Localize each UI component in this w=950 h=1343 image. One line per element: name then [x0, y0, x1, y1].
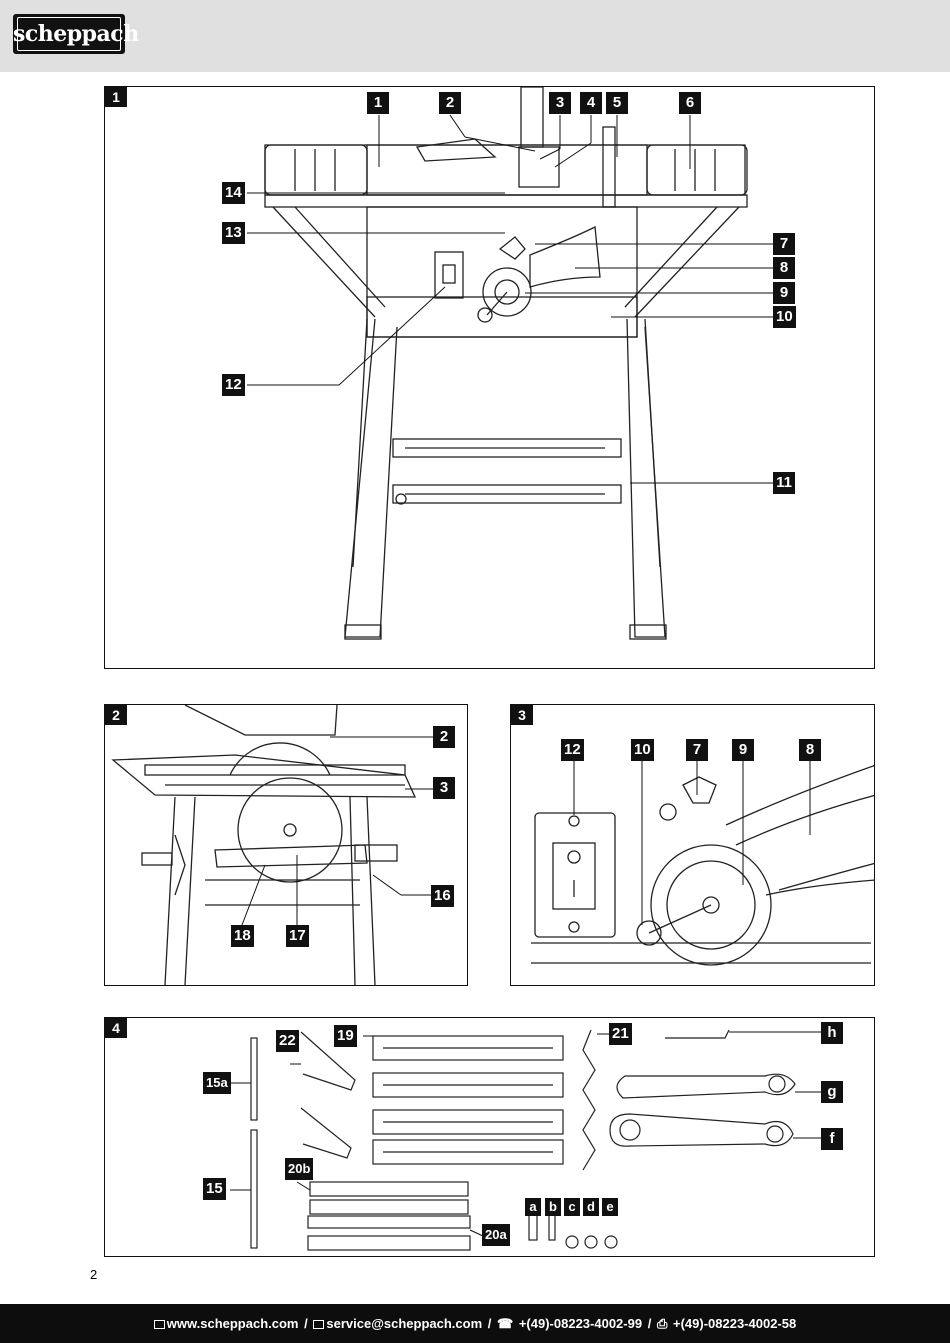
callout-g: g [821, 1081, 843, 1103]
callout-10: 10 [773, 306, 796, 328]
callout-9: 9 [732, 739, 754, 761]
accessories-parts-drawing [230, 1029, 821, 1251]
callout-h: h [821, 1022, 843, 1044]
callout-f: f [821, 1128, 843, 1150]
figure-2-number: 2 [105, 705, 127, 725]
phone-icon: ☎ [497, 1316, 514, 1331]
table-saw-front-view-drawing [247, 87, 773, 640]
callout-6: 6 [679, 92, 701, 114]
callout-12: 12 [222, 374, 245, 396]
footer-email[interactable]: service@scheppach.com [326, 1316, 483, 1331]
callout-17: 17 [286, 925, 309, 947]
callout-9: 9 [773, 282, 795, 304]
footer-fax: +(49)-08223-4002-58 [672, 1316, 797, 1331]
callout-15: 15 [203, 1178, 226, 1200]
callout-8: 8 [773, 257, 795, 279]
callout-1: 1 [367, 92, 389, 114]
callout-4: 4 [580, 92, 602, 114]
figure-3-number: 3 [511, 705, 533, 725]
callout-12: 12 [561, 739, 584, 761]
figure-1: 1 1 2 3 4 5 6 7 8 9 10 11 12 13 14 [104, 86, 875, 669]
callout-11: 11 [773, 472, 795, 494]
footer-separator: / [647, 1316, 652, 1331]
callout-e: e [602, 1198, 618, 1216]
callout-3: 3 [433, 777, 455, 799]
callout-10: 10 [631, 739, 654, 761]
table-saw-side-view-drawing [111, 705, 435, 985]
callout-c: c [564, 1198, 580, 1216]
callout-3: 3 [549, 92, 571, 114]
page-header: scheppach [0, 0, 950, 72]
page-footer: www.scheppach.com / service@scheppach.co… [0, 1304, 950, 1343]
callout-a: a [525, 1198, 541, 1216]
computer-icon [153, 1320, 165, 1329]
email-icon [313, 1320, 325, 1329]
callout-22: 22 [276, 1030, 299, 1052]
figure-1-number: 1 [105, 87, 127, 107]
callout-7: 7 [686, 739, 708, 761]
footer-phone: +(49)-08223-4002-99 [518, 1316, 643, 1331]
figure-3: 3 12 10 7 9 8 [510, 704, 875, 986]
callout-2: 2 [439, 92, 461, 114]
callout-21: 21 [609, 1023, 632, 1045]
callout-5: 5 [606, 92, 628, 114]
callout-14: 14 [222, 182, 245, 204]
callout-20a: 20a [482, 1224, 510, 1246]
figure-2: 2 2 3 16 18 17 [104, 704, 468, 986]
scheppach-logo: scheppach [13, 14, 139, 54]
callout-20b: 20b [285, 1158, 314, 1180]
switch-and-handwheel-detail-drawing [531, 761, 874, 966]
callout-13: 13 [222, 222, 245, 244]
callout-15a: 15a [203, 1072, 231, 1094]
callout-d: d [583, 1198, 599, 1216]
footer-separator: / [487, 1316, 492, 1331]
callout-2: 2 [433, 726, 455, 748]
callout-7: 7 [773, 233, 795, 255]
callout-19: 19 [334, 1025, 357, 1047]
footer-website[interactable]: www.scheppach.com [166, 1316, 299, 1331]
footer-separator: / [304, 1316, 308, 1331]
callout-b: b [545, 1198, 561, 1216]
callout-16: 16 [431, 885, 454, 907]
figure-4-number: 4 [105, 1018, 127, 1038]
page-number: 2 [90, 1267, 98, 1282]
callout-8: 8 [799, 739, 821, 761]
figure-4: 4 22 19 21 h 15a g f 20b 15 a b c d e 20… [104, 1017, 875, 1257]
callout-18: 18 [231, 925, 254, 947]
fax-icon: ⎙ [656, 1316, 668, 1331]
